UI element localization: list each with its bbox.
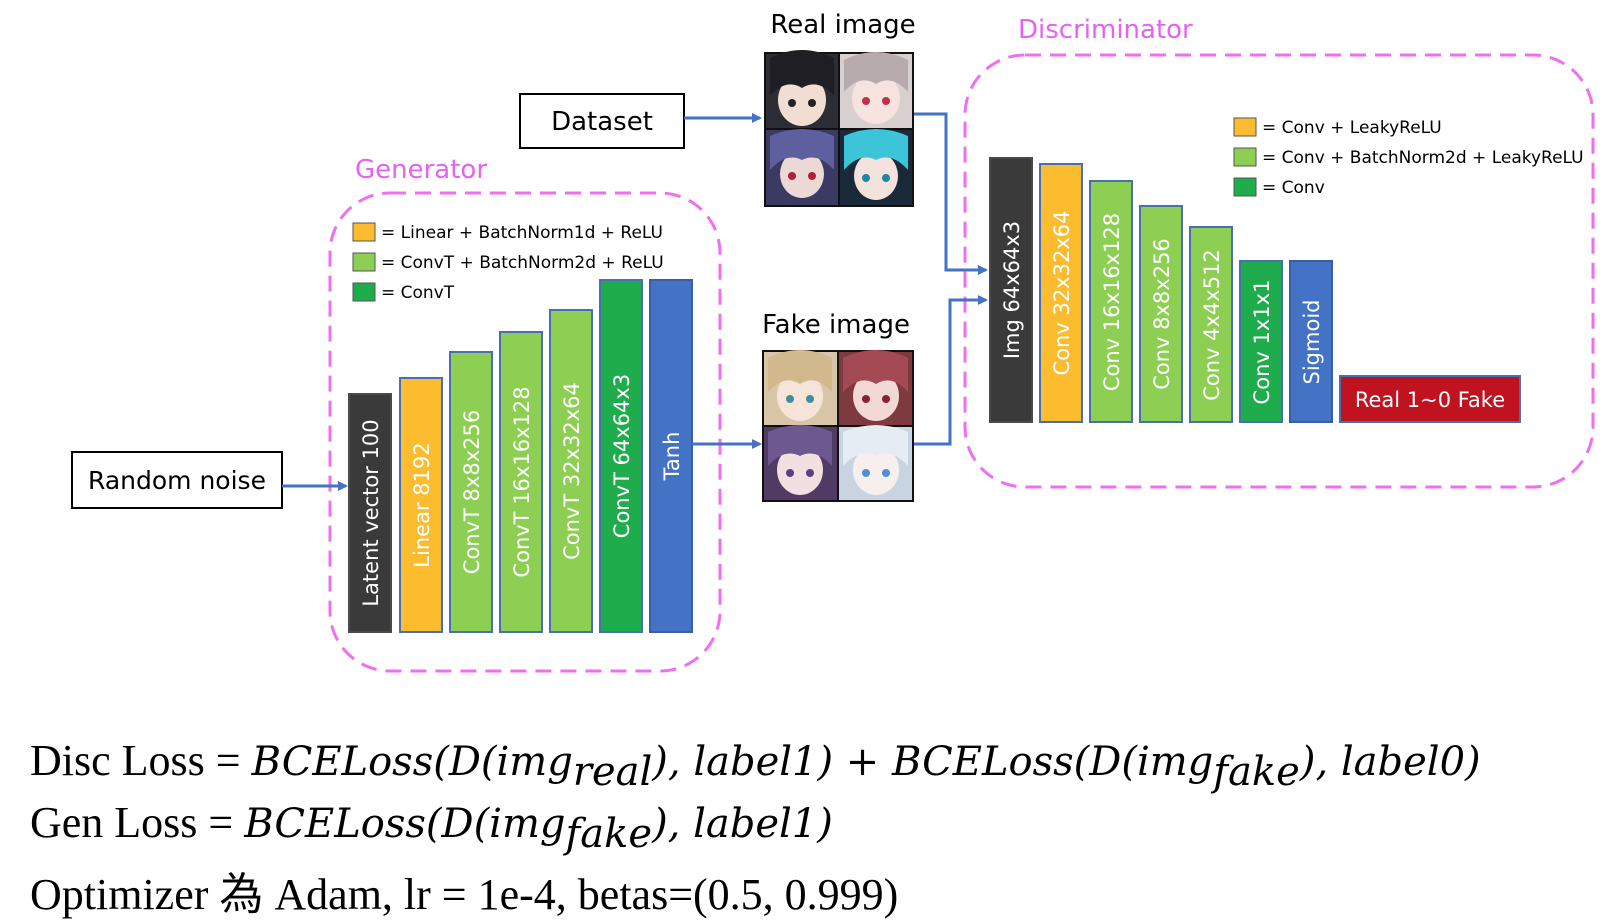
legend-swatch [352, 282, 376, 302]
disc-loss-term: ), label0) [1299, 739, 1481, 785]
disc-loss-term: ), label1) + BCELoss(D(img [652, 739, 1214, 785]
gen-loss-term: BCELoss(D(img [244, 801, 566, 847]
gen-layer-label: Tanh [660, 432, 684, 482]
discriminator-box [963, 53, 1595, 489]
gen-layer-bar [399, 377, 443, 633]
face-thumbnail [766, 50, 838, 128]
discriminator-legend: = Conv + LeakyReLU = Conv + BatchNorm2d … [1233, 117, 1584, 198]
disc-layer-bar [1089, 180, 1133, 423]
gen-layer-label: Latent vector 100 [359, 419, 383, 606]
face-thumbnail [839, 425, 912, 500]
disc-layer-label: Img 64x64x3 [1000, 221, 1024, 359]
legend-swatch [1233, 147, 1257, 167]
gen-layer-label: ConvT 8x8x256 [460, 410, 484, 574]
face-thumbnail [766, 129, 838, 205]
gen-loss-prefix: Gen Loss = [30, 798, 245, 847]
legend-swatch [352, 252, 376, 272]
disc-layer-label: Conv 1x1x1 [1250, 280, 1274, 405]
legend-text: = Linear + BatchNorm1d + ReLU [381, 223, 663, 243]
disc-loss-prefix: Disc Loss = [30, 736, 252, 785]
gen-layer-label: ConvT 64x64x3 [610, 374, 634, 538]
disc-layer-label: Conv 8x8x256 [1150, 238, 1174, 390]
legend-text: = ConvT [381, 283, 455, 303]
legend-swatch [1233, 177, 1257, 197]
gen-layer-bar [499, 331, 543, 633]
real-image-grid [764, 50, 914, 207]
discriminator-layers: Img 64x64x3 Conv 32x32x64 Conv 16x16x128… [989, 157, 1333, 423]
legend-text: = Conv + BatchNorm2d + LeakyReLU [1262, 148, 1584, 168]
gen-loss-term: ), label1) [652, 801, 833, 847]
gen-layer-bar [348, 393, 392, 633]
disc-layer-label: Conv 4x4x512 [1200, 249, 1224, 401]
disc-layer-bar [1189, 226, 1233, 423]
gen-layer-label: Linear 8192 [410, 442, 434, 567]
dataset-box [519, 93, 685, 149]
random-noise-box [71, 451, 283, 509]
disc-loss-term: BCELoss(D(img [251, 739, 573, 785]
generator-box [328, 191, 722, 673]
gen-layer-bar [549, 309, 593, 633]
gen-layer-label: ConvT 32x32x64 [560, 382, 584, 560]
real-image-title: Real image [770, 10, 915, 40]
disc-loss-subscript: fake [1213, 748, 1300, 795]
legend-swatch [1233, 117, 1257, 137]
gen-layer-bar [599, 279, 643, 633]
output-label: Real 1~0 Fake [1355, 388, 1505, 412]
output-box [1339, 375, 1521, 423]
dataset-label: Dataset [551, 107, 653, 137]
optimizer-text: Optimizer 為 Adam, lr = 1e-4, betas=(0.5,… [30, 870, 899, 919]
face-thumbnail [764, 425, 837, 500]
generator-layers: Latent vector 100 Linear 8192 ConvT 8x8x… [348, 279, 693, 633]
fake-image-grid [762, 350, 914, 502]
gen-layer-bar [649, 279, 693, 633]
disc-loss-equation: Disc Loss = BCELoss(D(imgreal), label1) … [30, 735, 1481, 795]
face-thumbnail [840, 129, 912, 205]
disc-layer-bar [1039, 163, 1083, 423]
fake-image-title: Fake image [762, 310, 910, 340]
face-thumbnail [840, 52, 912, 128]
connector-arrows [282, 112, 988, 491]
arrow [914, 112, 988, 275]
discriminator-title: Discriminator [1018, 15, 1193, 45]
face-thumbnail [764, 350, 837, 425]
disc-layer-label: Conv 16x16x128 [1100, 213, 1124, 391]
face-thumbnail [839, 350, 912, 425]
legend-text: = Conv + LeakyReLU [1262, 118, 1442, 138]
generator-title: Generator [355, 155, 487, 185]
disc-layer-bar [1239, 260, 1283, 423]
disc-layer-bar [1139, 205, 1183, 423]
gen-loss-subscript: fake [565, 810, 653, 857]
legend-text: = Conv [1262, 178, 1325, 198]
legend-swatch [352, 222, 376, 242]
disc-layer-label: Conv 32x32x64 [1050, 211, 1074, 376]
generator-legend: = Linear + BatchNorm1d + ReLU = ConvT + … [352, 222, 664, 303]
legend-text: = ConvT + BatchNorm2d + ReLU [381, 253, 664, 273]
disc-layer-bar [1289, 260, 1333, 423]
optimizer-line: Optimizer 為 Adam, lr = 1e-4, betas=(0.5,… [30, 858, 898, 922]
disc-layer-bar [989, 157, 1033, 423]
disc-layer-label: Sigmoid [1300, 300, 1324, 385]
gen-loss-equation: Gen Loss = BCELoss(D(imgfake), label1) [30, 797, 833, 857]
gen-layer-label: ConvT 16x16x128 [510, 386, 534, 577]
random-noise-label: Random noise [88, 466, 266, 495]
disc-loss-subscript: real [572, 748, 653, 795]
gen-layer-bar [449, 351, 493, 633]
arrow [914, 295, 988, 446]
